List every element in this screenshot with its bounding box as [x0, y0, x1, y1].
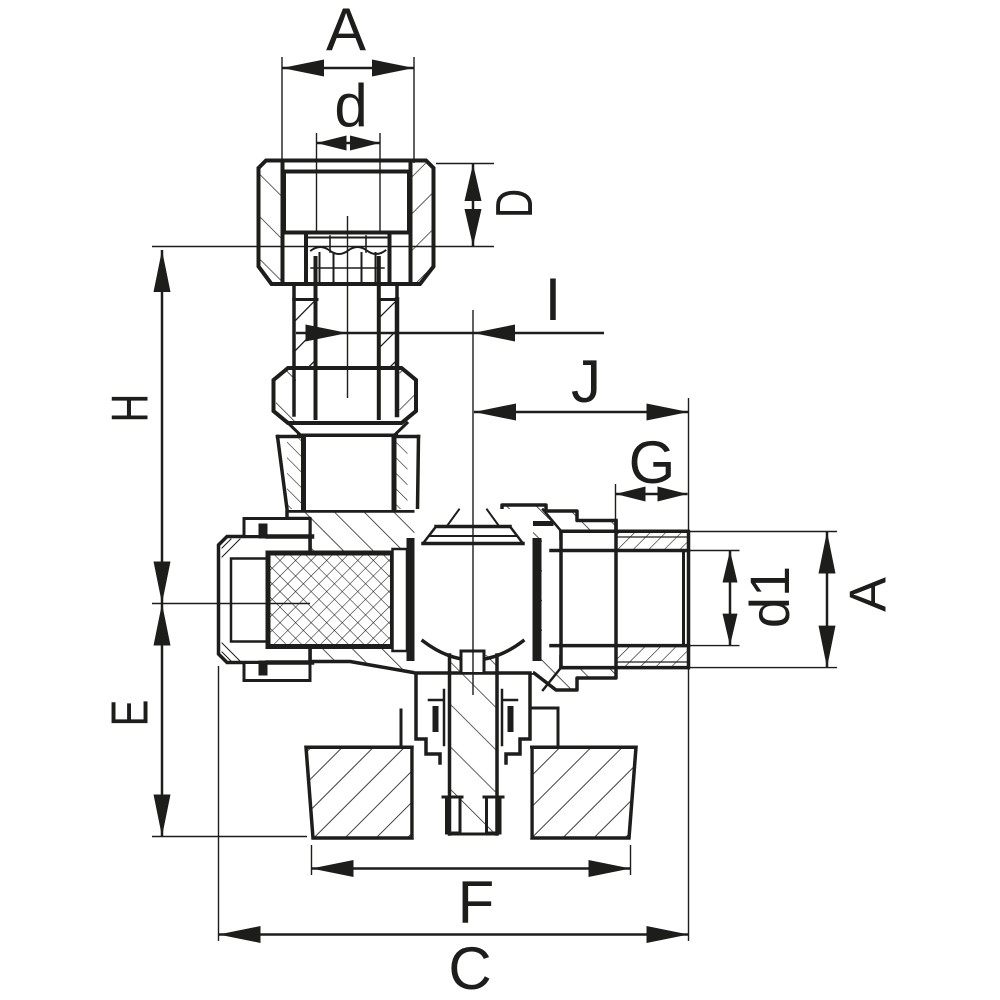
svg-text:G: G: [629, 429, 676, 496]
svg-text:F: F: [458, 869, 495, 936]
svg-text:D: D: [485, 189, 543, 218]
svg-text:I: I: [545, 266, 562, 333]
svg-text:d: d: [334, 72, 367, 139]
svg-text:A: A: [840, 577, 898, 612]
svg-text:J: J: [571, 348, 601, 415]
svg-text:C: C: [448, 935, 491, 1000]
svg-text:d1: d1: [738, 566, 801, 628]
svg-text:E: E: [100, 700, 158, 727]
svg-text:A: A: [326, 0, 366, 63]
svg-text:H: H: [100, 394, 158, 423]
